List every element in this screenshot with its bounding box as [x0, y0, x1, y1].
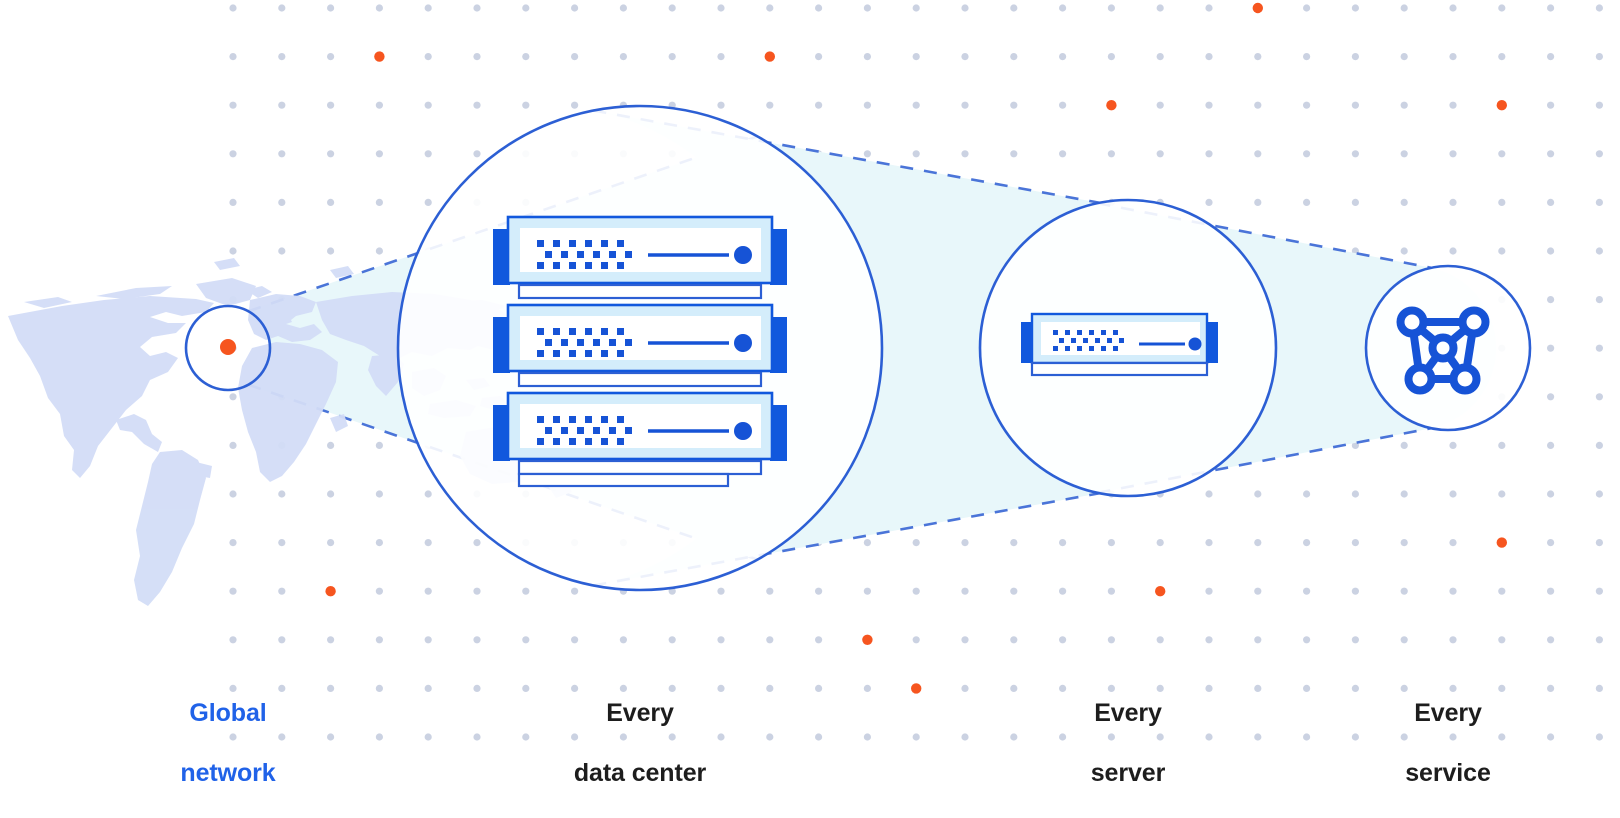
rack-status-led: [734, 246, 752, 264]
stage-every-service[interactable]: [1364, 264, 1532, 432]
label-line-2: service: [1405, 759, 1491, 787]
stage-label-every-server[interactable]: Every server: [1028, 668, 1228, 818]
stage-label-every-service[interactable]: Every service: [1348, 668, 1548, 818]
rack-status-led: [734, 334, 752, 352]
label-line-1: Every: [1094, 699, 1162, 727]
global-network-location-dot: [220, 339, 236, 355]
global-network-circle: [184, 304, 272, 392]
rack-status-led: [734, 422, 752, 440]
single-server-icon: [1021, 312, 1218, 377]
label-line-2: data center: [573, 759, 707, 787]
stage-global-network[interactable]: [184, 304, 272, 392]
stage-every-data-center[interactable]: [396, 104, 884, 592]
label-line-2: server: [1090, 759, 1166, 787]
rack-unit: [493, 215, 787, 300]
diagram-canvas: Global network Every data center Every s…: [8, 2, 1603, 787]
label-line-2: network: [180, 759, 276, 787]
stage-label-global-network[interactable]: Global network: [128, 668, 328, 818]
stage-icons-layer: [184, 104, 1532, 592]
server-rack-icon: [493, 215, 787, 488]
stage-every-server[interactable]: [978, 198, 1278, 498]
server-status-led: [1188, 337, 1202, 351]
label-line-1: Every: [606, 699, 674, 727]
stage-label-every-data-center[interactable]: Every data center: [520, 668, 760, 818]
rack-unit: [493, 303, 787, 388]
label-line-1: Global: [189, 699, 267, 727]
rack-unit: [493, 391, 787, 488]
label-line-1: Every: [1414, 699, 1482, 727]
network-node-points: [1396, 306, 1490, 395]
